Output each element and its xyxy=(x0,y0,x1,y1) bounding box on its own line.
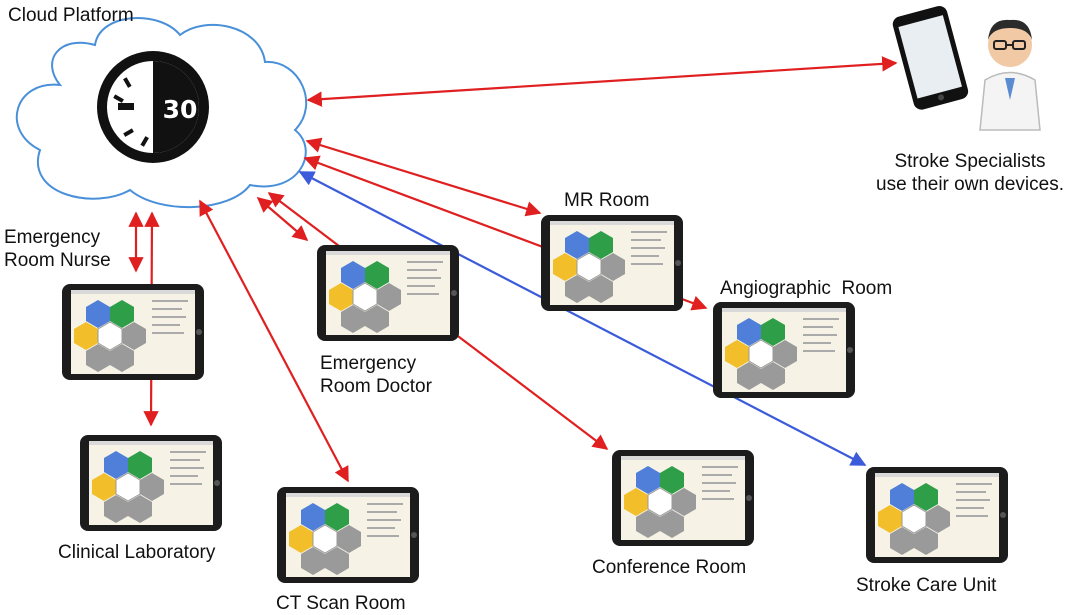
stopwatch-icon: 30 xyxy=(97,51,209,163)
timer-value: 30 xyxy=(163,95,198,124)
mr-room-label: MR Room xyxy=(564,190,650,211)
tablet-icon xyxy=(277,487,419,583)
tablet-icon xyxy=(612,450,754,546)
er-nurse-label: Emergency Room Nurse xyxy=(4,226,111,272)
cloud-platform-label: Cloud Platform xyxy=(8,5,134,26)
er-nurse-label-line1: Emergency xyxy=(4,227,101,248)
ct-scan-label: CT Scan Room xyxy=(276,593,406,614)
smartphone-icon xyxy=(892,5,969,110)
specialists-label: Stroke Specialists use their own devices… xyxy=(858,150,1082,196)
tablet-icon xyxy=(62,284,204,380)
tablet-icon xyxy=(866,467,1008,563)
conference-room-label: Conference Room xyxy=(592,557,747,578)
specialists-label-line1: Stroke Specialists xyxy=(894,151,1046,172)
er-doctor-label: Emergency Room Doctor xyxy=(320,352,432,398)
er-doctor-label-line2: Room Doctor xyxy=(320,376,432,397)
tablet-icon xyxy=(317,245,459,341)
angio-room-label: Angiographic Room xyxy=(720,278,893,299)
arrow-stroke-care xyxy=(298,171,867,466)
doctor-icon xyxy=(979,19,1041,131)
tablet-icon xyxy=(541,215,683,311)
arrow-specialists xyxy=(306,56,898,107)
er-nurse-label-line2: Room Nurse xyxy=(4,250,111,271)
er-doctor-label-line1: Emergency xyxy=(320,353,417,374)
tablet-icon xyxy=(80,435,222,531)
clinical-lab-label: Clinical Laboratory xyxy=(58,542,216,563)
tablet-icon xyxy=(713,302,855,398)
stroke-care-label: Stroke Care Unit xyxy=(856,575,997,596)
specialists-label-line2: use their own devices. xyxy=(876,174,1064,195)
